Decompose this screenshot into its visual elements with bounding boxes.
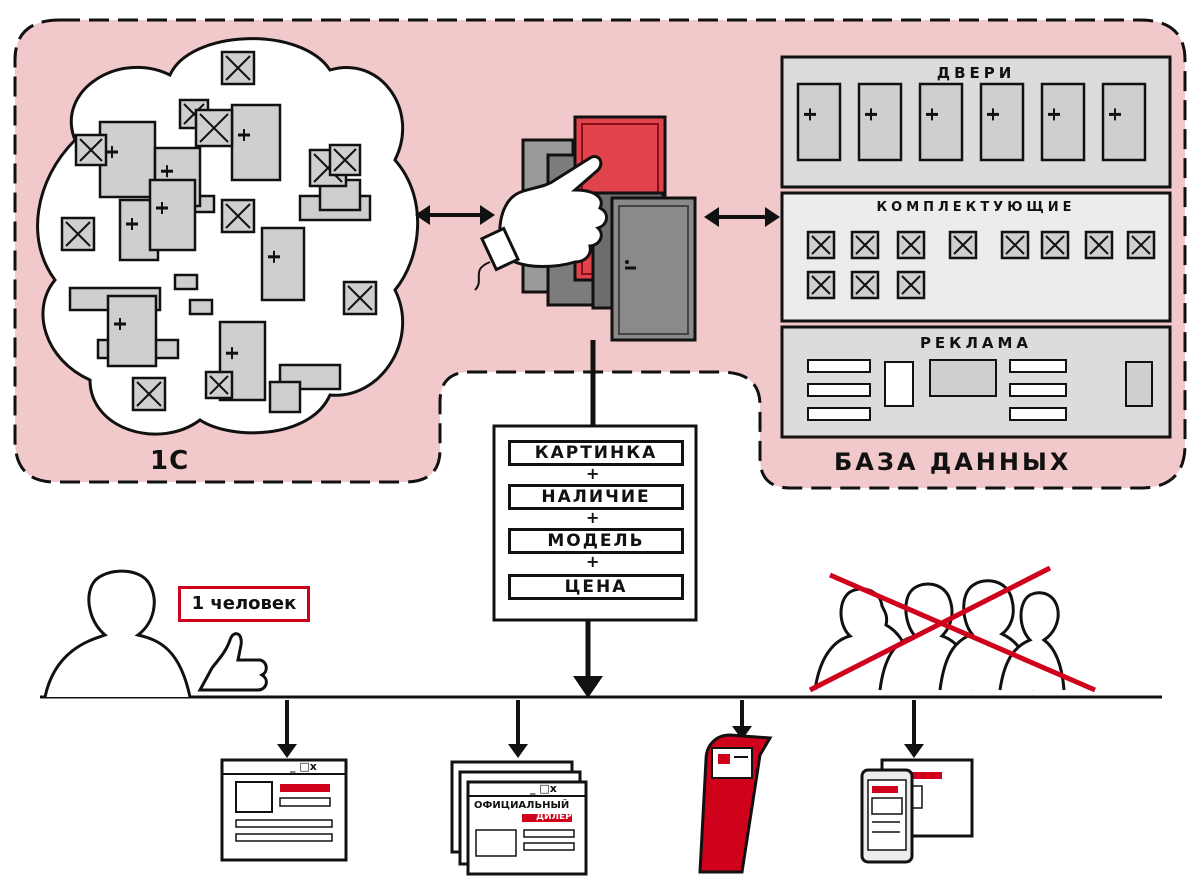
plus-sign: +	[586, 464, 600, 483]
card-row-price: ЦЕНА	[508, 574, 684, 600]
channel-dealer-site-icon	[450, 760, 588, 876]
door-icon	[148, 178, 197, 252]
single-operator	[43, 569, 268, 698]
browser-controls: _ □x	[290, 760, 317, 773]
door-icon	[918, 82, 964, 162]
database-label: БАЗА ДАННЫХ	[834, 448, 1072, 476]
door-icon	[230, 103, 282, 182]
channel-mobile-icon	[860, 758, 974, 864]
db-ads-row	[807, 359, 1153, 421]
official-site-text: ОФИЦИАЛЬНЫЙ	[474, 800, 570, 811]
sync-arrow-right	[704, 207, 780, 227]
sketch-block	[173, 273, 199, 291]
db-section-components: КОМПЛЕКТУЮЩИЕ	[876, 200, 1076, 215]
door-icon	[98, 120, 157, 199]
pointing-hand-icon	[474, 155, 608, 291]
db-parts-grid	[806, 230, 1156, 300]
door-icon	[106, 294, 158, 368]
door-icon	[1101, 82, 1147, 162]
door-icon	[857, 82, 903, 162]
thumbs-up-icon	[197, 632, 268, 692]
cross-icon	[808, 565, 1052, 693]
door-icon	[1040, 82, 1086, 162]
card-row-model: МОДЕЛЬ	[508, 528, 684, 554]
sketch-block	[188, 298, 214, 316]
cloud-items	[60, 50, 378, 414]
gray-door	[610, 196, 697, 342]
system-label: 1С	[150, 446, 190, 476]
door-icon	[979, 82, 1025, 162]
card-row-availability: НАЛИЧИЕ	[508, 484, 684, 510]
plus-sign: +	[586, 552, 600, 571]
sync-arrow-left	[415, 205, 495, 225]
dealer-text: ДИЛЕР	[536, 812, 572, 822]
db-door-row	[796, 82, 1147, 162]
plus-sign: +	[586, 508, 600, 527]
door-icon	[260, 226, 306, 302]
db-section-doors: ДВЕРИ	[936, 64, 1016, 82]
sketch-block	[268, 380, 302, 414]
db-section-ads: РЕКЛАМА	[919, 334, 1033, 352]
channel-kiosk-icon	[698, 733, 773, 874]
operator-badge: 1 человек	[178, 586, 310, 622]
browser-controls: _ □x	[530, 782, 557, 795]
card-row-picture: КАРТИНКА	[508, 440, 684, 466]
channel-website-icon	[220, 758, 348, 862]
database-panel	[780, 55, 1172, 439]
channel-arrows	[277, 700, 924, 758]
crowd-crossed	[808, 565, 1096, 693]
door-icon	[796, 82, 842, 162]
